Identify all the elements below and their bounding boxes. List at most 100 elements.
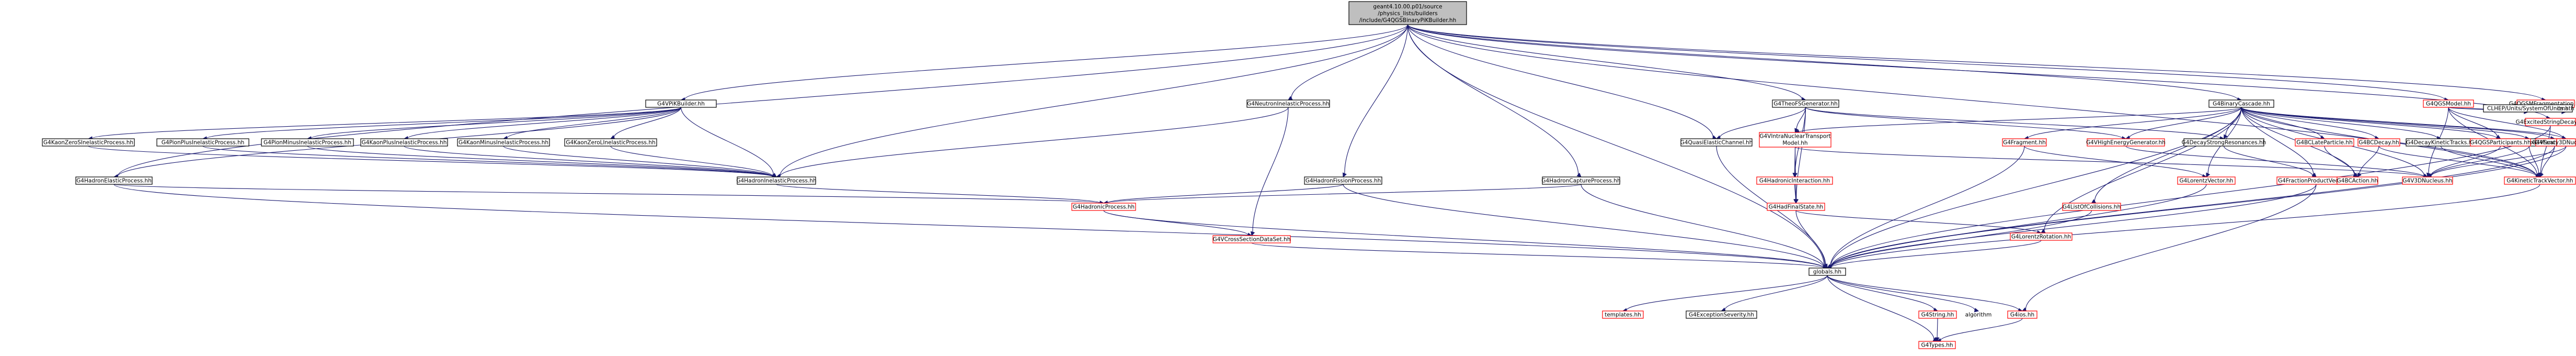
node-lorrot-label: G4LorentzRotation.hh [2011, 234, 2071, 240]
node-neutron[interactable]: G4NeutronInelasticProcess.hh [1246, 99, 1330, 108]
node-bcdecay[interactable]: G4BCDecay.hh [2357, 138, 2400, 147]
node-pik[interactable]: G4VPiKBuilder.hh [645, 99, 717, 108]
node-hadfission[interactable]: G4HadronFissionProcess.hh [1304, 176, 1382, 185]
node-bcaction[interactable]: G4BCAction.hh [2337, 176, 2378, 185]
edge-vfield-to-v3dn [2431, 146, 2530, 176]
node-qgspart[interactable]: G4QGSParticipants.hh [2470, 138, 2531, 147]
node-v3dnuc[interactable]: G4Fancy3DNucleus.hh [2535, 138, 2576, 147]
node-ktv[interactable]: G4KineticTrackVector.hh [2504, 176, 2576, 185]
node-templates[interactable]: templates.hh [1602, 310, 1644, 319]
node-hadint-label: G4HadronicInteraction.hh [1759, 178, 1830, 184]
node-hadcapture[interactable]: G4HadronCaptureProcess.hh [1541, 176, 1621, 185]
node-g4ios[interactable]: G4ios.hh [2007, 310, 2037, 319]
node-kaonzeroi[interactable]: G4KaonZeroSInelasticProcess.hh [42, 138, 135, 147]
node-globals[interactable]: globals.hh [1808, 268, 1846, 276]
edge-pik-to-kaonzeroi [91, 107, 682, 139]
node-except[interactable]: G4ExceptionSeverity.hh [1686, 310, 1757, 319]
arrowhead-excited-to-ktv [2538, 172, 2543, 178]
node-pionminus[interactable]: G4PionMinusInelasticProcess.hh [261, 138, 354, 147]
node-g4string[interactable]: G4String.hh [1918, 310, 1957, 319]
edge-kaonzerol-to-hadinel [610, 146, 773, 177]
edge-root-to-hadinel [780, 24, 1409, 176]
node-clhep-box [2483, 104, 2573, 113]
node-except-box [1686, 310, 1757, 319]
edge-excited-to-ktv [2540, 125, 2551, 174]
edge-frag-to-lorvec [2024, 146, 2203, 177]
node-vhigh[interactable]: G4VHighEnergyGenerator.hh [2086, 138, 2166, 147]
node-cmath: cmath [2557, 106, 2574, 112]
edge-tfs-to-vint [1796, 107, 1806, 129]
node-hadelastic[interactable]: G4HadronElasticProcess.hh [75, 176, 153, 185]
edge-globals-to-g4string [1827, 275, 1934, 310]
edge-v3dnuc-to-v3dn [2431, 146, 2567, 176]
edge-hadinel-to-hadproc [776, 184, 1101, 204]
node-lorvec[interactable]: G4LorentzVector.hh [2177, 176, 2236, 185]
edge-bcdecay-to-bcaction [2359, 146, 2379, 174]
node-kaonzerol[interactable]: G4KaonZeroLInelasticProcess.hh [564, 138, 657, 147]
node-hadproc-box [1071, 203, 1136, 211]
arrowhead-bcdecay-to-bcaction [2357, 172, 2362, 177]
node-templates-box [1602, 310, 1644, 319]
node-hadelastic-label: G4HadronElasticProcess.hh [76, 178, 152, 184]
node-lorrot[interactable]: G4LorentzRotation.hh [2010, 232, 2073, 241]
arrowhead-bc-to-listcoll [2091, 199, 2097, 204]
edge-fracprod-to-g4ios [2025, 184, 2317, 310]
node-pionplus[interactable]: G4PionPlusInelasticProcess.hh [156, 138, 249, 147]
node-decay[interactable]: G4DecayStrongResonances.hh [2182, 138, 2266, 147]
edge-pik-to-pionminus [311, 107, 682, 139]
node-root-label-line: /include/G4QGSBinaryPiKBuilder.hh [1359, 17, 1456, 24]
edge-g4ios-to-types [1940, 318, 2023, 341]
node-hadfission-label: G4HadronFissionProcess.hh [1306, 178, 1381, 184]
edge-hadproc-to-globals [1103, 210, 1824, 268]
node-neutron-box [1246, 99, 1330, 108]
edge-bc-to-bclate [2241, 107, 2321, 138]
node-vint-label: Model.hh [1782, 140, 1807, 147]
node-bclate-label: G4BCLateParticle.hh [2296, 140, 2352, 146]
node-kaonzeroi-label: G4KaonZeroSInelasticProcess.hh [43, 140, 133, 146]
node-g4ios-label: G4ios.hh [2010, 312, 2034, 318]
node-listcoll[interactable]: G4ListOfCollisions.hh [2062, 203, 2121, 211]
node-pik-box [645, 99, 717, 108]
node-qec[interactable]: G4QuasiElasticChannel.hh [1680, 138, 1753, 147]
node-kaonplus[interactable]: G4KaonPlusInelasticProcess.hh [360, 138, 448, 147]
node-qgspart-label: G4QGSParticipants.hh [2470, 140, 2531, 146]
node-frag[interactable]: G4Fragment.hh [2002, 138, 2047, 147]
edge-pionminus-to-hadinel [307, 146, 773, 177]
node-hadinel[interactable]: G4HadronInelasticProcess.hh [736, 176, 817, 185]
node-tfs[interactable]: G4TheoFSGenerator.hh [1772, 99, 1839, 108]
node-bc-label: G4BinaryCascade.hh [2213, 101, 2270, 107]
edge-hadelastic-to-hadproc [113, 184, 1101, 204]
edge-vscatter-to-ktv [2541, 146, 2555, 174]
node-hadint[interactable]: G4HadronicInteraction.hh [1756, 176, 1833, 185]
node-hadproc[interactable]: G4HadronicProcess.hh [1071, 203, 1136, 211]
node-v3dn[interactable]: G4V3DNucleus.hh [2402, 176, 2453, 185]
node-xsds[interactable]: G4VCrossSectionDataSet.hh [1212, 235, 1291, 243]
arrowhead-qgsm-to-v3dn [2426, 172, 2431, 178]
edge-bc-to-globals [1830, 107, 2242, 267]
node-fracprod[interactable]: G4FractionProductVector.hh [2276, 176, 2356, 185]
node-kaonplus-label: G4KaonPlusInelasticProcess.hh [362, 140, 447, 146]
edge-bc-to-bcdecay [2241, 107, 2376, 138]
node-excited[interactable]: G4ExcitedStringDecay.hh [2516, 118, 2576, 126]
node-decay-box [2183, 138, 2264, 147]
edge-v3dnuc-to-globals [1830, 146, 2567, 268]
node-qec-label: G4QuasiElasticChannel.hh [1680, 140, 1753, 146]
node-types[interactable]: G4Types.hh [1918, 341, 1956, 349]
node-excited-label: G4ExcitedStringDecay.hh [2516, 119, 2576, 126]
edge-vfield-to-ktv [2528, 146, 2539, 174]
node-bclate[interactable]: G4BCLateParticle.hh [2295, 138, 2354, 147]
node-hadfinal[interactable]: G4HadFinalState.hh [1767, 203, 1825, 211]
node-clhep[interactable]: CLHEP/Units/SystemOfUnits.h [2483, 104, 2573, 113]
edge-bclate-to-bcaction [2324, 146, 2355, 175]
node-qgsm[interactable]: G4QGSModel.hh [2423, 99, 2474, 108]
node-decaykin[interactable]: G4DecayKineticTracks.hh [2406, 138, 2476, 147]
node-kaonminus[interactable]: G4KaonMinusInelasticProcess.hh [457, 138, 550, 147]
edge-hadfinal-to-globals [1795, 210, 1826, 265]
node-v3dnuc-label: G4Fancy3DNucleus.hh [2535, 140, 2576, 146]
node-hadelastic-box [75, 176, 153, 185]
node-bc[interactable]: G4BinaryCascade.hh [2208, 99, 2274, 108]
arrowhead-hadint-to-hadfinal [1793, 199, 1798, 204]
node-pionminus-box [261, 138, 354, 147]
arrowhead-bc-to-lorrot [2041, 229, 2046, 233]
